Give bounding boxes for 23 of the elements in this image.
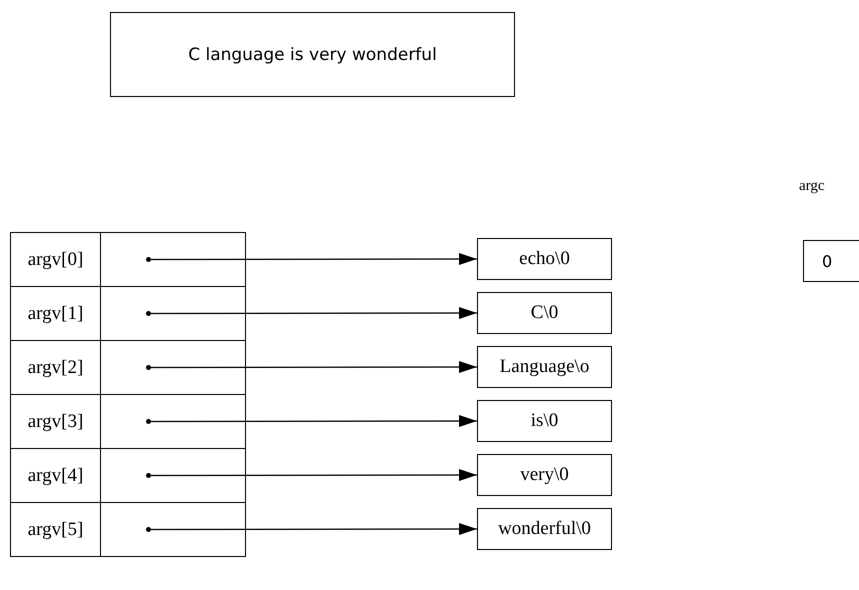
- variable-name: argc: [799, 178, 825, 195]
- pointer-dot: [146, 419, 151, 424]
- string-box: very\0: [477, 454, 612, 496]
- pointer-dot: [146, 257, 151, 262]
- arrow: [151, 523, 477, 536]
- arrow: [151, 361, 477, 374]
- pointer-dot: [146, 365, 151, 370]
- pointer-dot: [146, 473, 151, 478]
- string-box: Language\o: [477, 346, 612, 388]
- string-box: echo\0: [477, 238, 612, 280]
- pointer-dot: [146, 527, 151, 532]
- pointer-dot: [146, 311, 151, 316]
- string-box: is\0: [477, 400, 612, 442]
- arrow: [151, 415, 477, 428]
- arrow: [151, 469, 477, 482]
- array-index-cell: argv[5]: [10, 502, 101, 557]
- arrow: [151, 307, 477, 320]
- string-box: wonderful\0: [477, 508, 612, 550]
- arrow: [151, 253, 477, 266]
- variable-value-box: 0: [803, 240, 859, 282]
- heading-box: C language is very wonderful: [110, 12, 515, 97]
- string-box: C\0: [477, 292, 612, 334]
- array-index-cell: argv[0]: [10, 232, 101, 287]
